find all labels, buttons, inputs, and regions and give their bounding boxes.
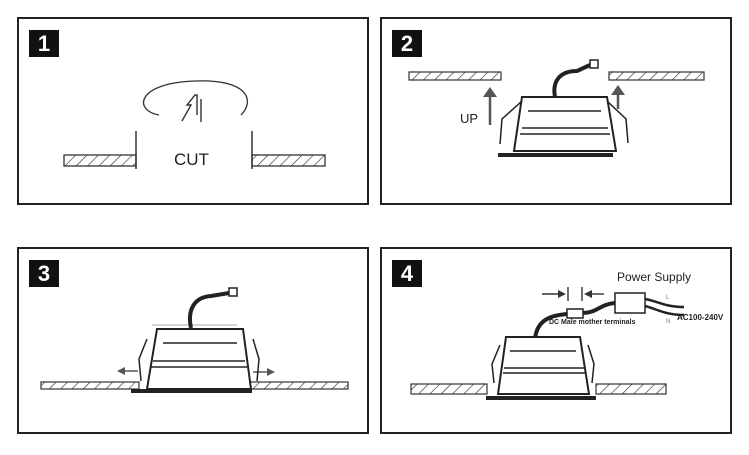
left-arrow-icon: [584, 290, 592, 298]
ceiling-board-right: [251, 154, 326, 167]
step-1-panel: 1 CUT: [17, 17, 369, 205]
step-number: 2: [392, 30, 422, 57]
power-supply-label: Power Supply: [617, 270, 692, 284]
wiring-diagram: [410, 287, 685, 400]
ceiling-board-right: [608, 71, 705, 81]
downlight-fixture: [131, 287, 260, 393]
up-arrow-icon: [611, 85, 625, 95]
step-2-panel: 2 UP: [380, 17, 732, 205]
up-label: UP: [460, 111, 479, 126]
voltage-label: AC100-240V: [677, 313, 724, 322]
right-arrow-icon: [558, 290, 566, 298]
left-arrow-icon: [117, 367, 125, 375]
up-arrow-icon: [483, 87, 497, 97]
terminals-label: DC Male mother terminals: [549, 319, 636, 326]
downlight-fixture: [486, 336, 596, 400]
saw-icon: [181, 94, 198, 122]
step-number: 4: [392, 260, 422, 287]
downlight-fixture: [498, 59, 629, 157]
cut-diagram: [63, 80, 326, 169]
right-arrow-icon: [267, 368, 275, 376]
ceiling-board-left: [40, 381, 140, 390]
insert-diagram: [408, 59, 705, 157]
ceiling-board-left: [410, 383, 488, 395]
cut-label: CUT: [174, 150, 209, 169]
step-number: 3: [29, 260, 59, 287]
step-3-panel: 3: [17, 247, 369, 434]
ceiling-board-right: [249, 381, 349, 390]
cut-circle: [142, 80, 249, 116]
step-number: 1: [29, 30, 59, 57]
step-4-panel: 4 Power Supply: [380, 247, 732, 434]
power-supply-box: [614, 292, 646, 314]
wire-mark-n: N: [666, 319, 671, 325]
dc-connector: [566, 308, 584, 319]
ceiling-board-left: [408, 71, 502, 81]
ceiling-board-left: [63, 154, 137, 167]
wire-mark-l: L: [666, 295, 670, 301]
spring-clip-diagram: [40, 287, 349, 393]
ceiling-board-right: [595, 383, 667, 395]
